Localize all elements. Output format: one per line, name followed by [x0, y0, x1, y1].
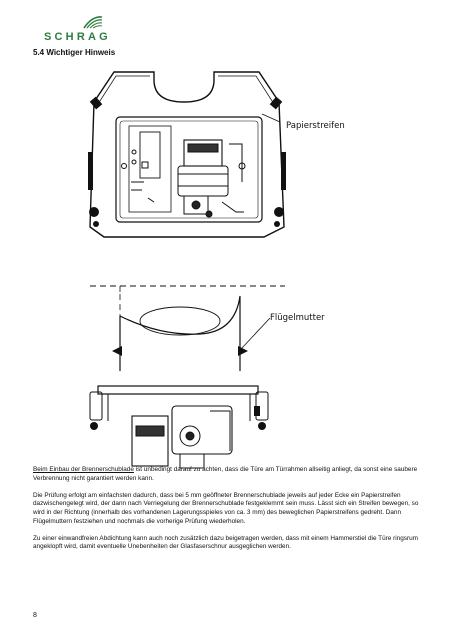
callout-fluegelmutter: Flügelmutter: [270, 313, 325, 323]
paragraph-2: Die Prüfung erfolgt am einfachsten dadur…: [33, 491, 419, 525]
brand-name: SCHRAG: [44, 31, 111, 43]
paragraph-1-underlined: Beim Einbau der Brennerschublade: [33, 466, 134, 473]
callout-papierstreifen: Papierstreifen: [286, 121, 345, 131]
burner-drawer-front-drawing: [88, 71, 286, 238]
instructions-text: Beim Einbau der Brennerschublade ist unb…: [33, 466, 425, 561]
burner-drawer-side-drawing: [89, 285, 285, 469]
paragraph-1-rest: ist unbedingt darauf zu achten, dass die…: [33, 466, 418, 482]
brand-logo: SCHRAG: [44, 14, 118, 46]
paragraph-3: Zu einer einwandfreien Abdichtung kann a…: [33, 534, 418, 551]
paragraph-1: Beim Einbau der Brennerschublade ist unb…: [33, 466, 425, 483]
page-number: 8: [33, 612, 37, 619]
section-title: 5.4 Wichtiger Hinweis: [33, 48, 116, 57]
logo-mark-icon: [83, 16, 103, 29]
